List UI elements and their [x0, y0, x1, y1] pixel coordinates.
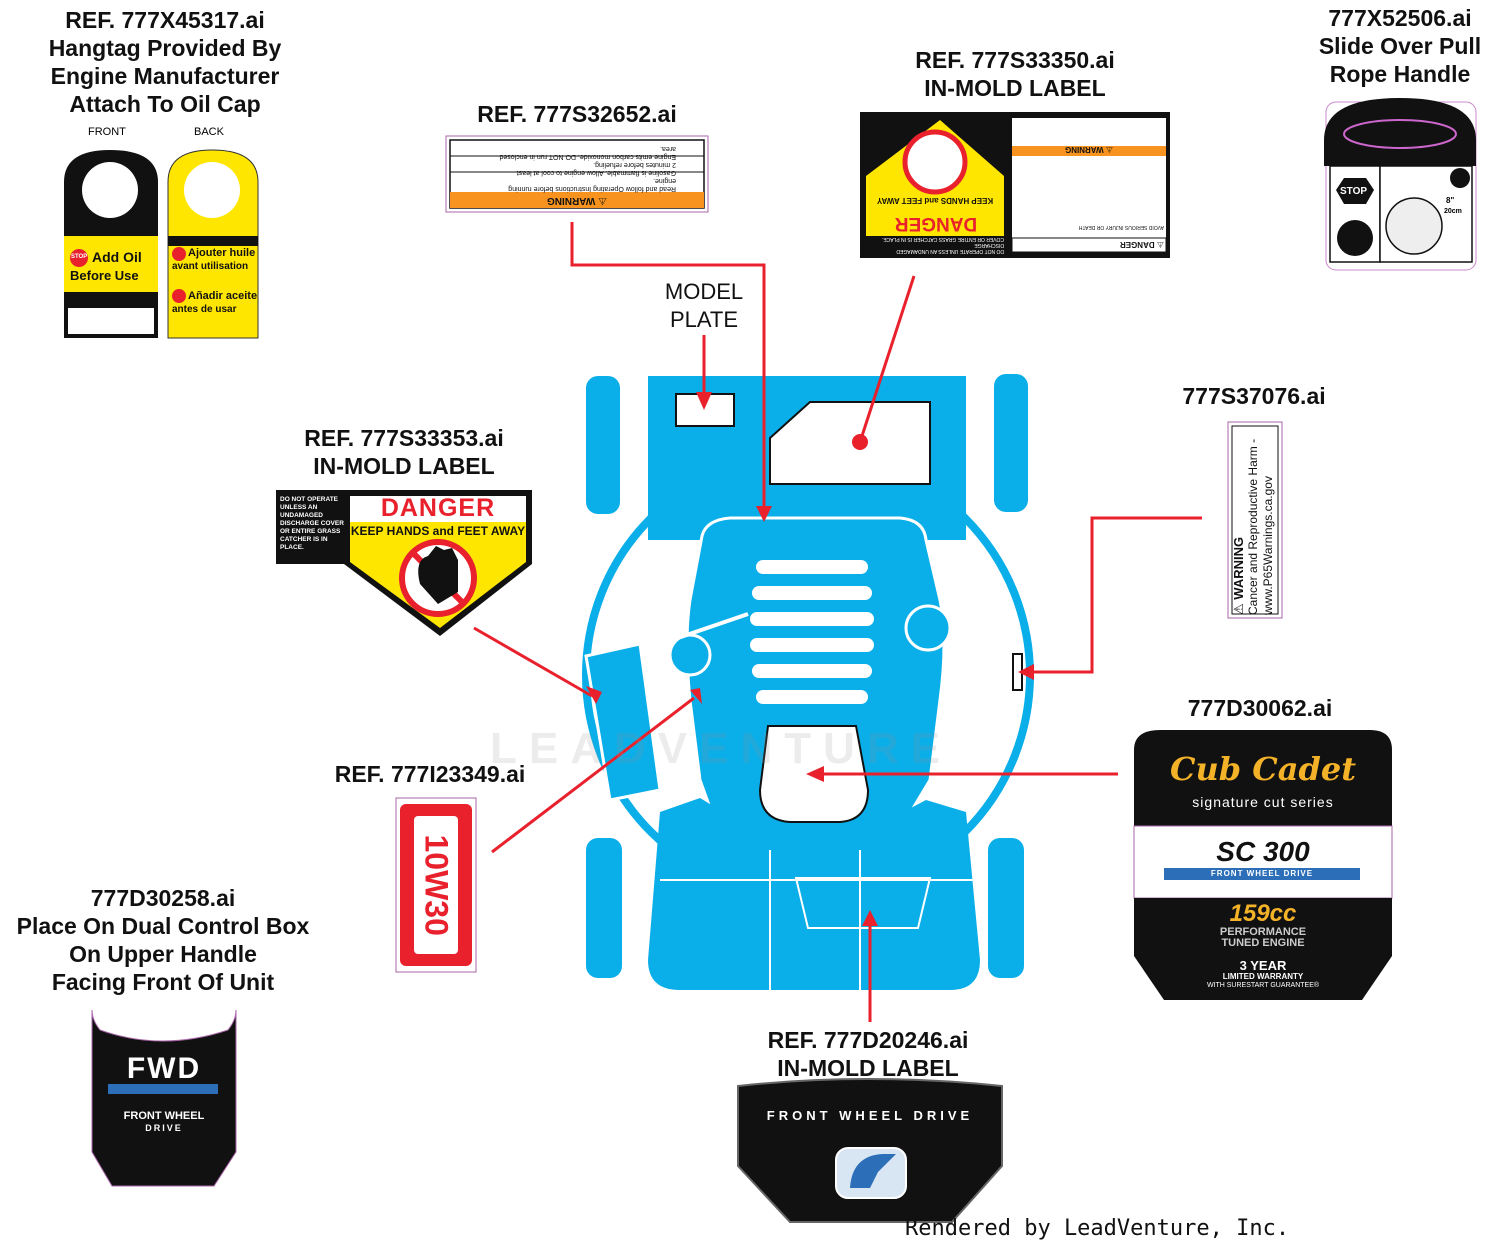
- wheel-front-left: [586, 838, 622, 978]
- fwd-inmold-text: FRONT WHEEL DRIVE: [766, 1108, 974, 1123]
- danger-left-label-graphic: [276, 490, 532, 636]
- warning-label-text: ⚠ WARNING Read and follow Operating Inst…: [450, 140, 704, 208]
- danger-left-danger: DANGER: [380, 494, 496, 522]
- engine-grille: [750, 560, 874, 704]
- oil-label-text: 10W30: [418, 834, 455, 936]
- cub-cadet-drive: FRONT WHEEL DRIVE: [1210, 869, 1314, 878]
- pull-rope-stop: STOP: [1340, 186, 1368, 197]
- hangtag-front-text1: Add Oil: [92, 249, 142, 265]
- pull-rope-size2: 20cm: [1444, 208, 1462, 215]
- credit-text: Rendered by LeadVenture, Inc.: [905, 1216, 1290, 1241]
- hangtag-back-text3: Añadir aceite: [188, 290, 258, 302]
- prop65-label-graphic: [1227, 421, 1283, 619]
- warning-line2: engine.: [653, 177, 676, 184]
- danger-left-side-text: DO NOT OPERATE UNLESS AN UNDAMAGED DISCH…: [280, 496, 344, 551]
- warning-line4: 2 minutes before refueling.: [593, 161, 676, 168]
- danger-top-text2: COVER OR ENTIRE GRASS CATCHER IS IN PLAC…: [881, 236, 1004, 242]
- danger-top-keep: KEEP HANDS and FEET AWAY: [876, 196, 994, 205]
- front-panel-outline: [794, 877, 932, 929]
- callout-warning-top: REF. 777S32652.ai: [477, 101, 677, 127]
- danger-top-danger-small: ⚠ DANGER: [1119, 240, 1164, 249]
- cub-cadet-perf1: PERFORMANCE: [1219, 926, 1307, 938]
- wheel-rear-left: [586, 376, 620, 514]
- hangtag-front-text2: Before Use: [70, 268, 139, 283]
- callout-model-plate: MODEL PLATE: [664, 279, 744, 332]
- mower-wheels: [586, 374, 1028, 978]
- callout-arrows: [473, 222, 1202, 1022]
- prop65-url: www.P65Warnings.ca.gov: [1261, 476, 1275, 615]
- warning-line6: area.: [660, 145, 676, 152]
- oil-label-graphic: [395, 797, 477, 973]
- danger-top-label-graphic: [860, 112, 1170, 258]
- fwd-inmold-label-graphic: [737, 1078, 1003, 1223]
- oil-cap: [668, 633, 712, 677]
- arrow-heads: [586, 392, 1034, 926]
- pull-rope-label-graphic: [1324, 98, 1477, 271]
- wheel-front-right: [988, 838, 1024, 978]
- watermark: LEADVENTURE: [490, 724, 953, 773]
- cub-cadet-warranty1: 3 YEAR: [1239, 958, 1287, 973]
- prop65-text: Cancer and Reproductive Harm -: [1246, 438, 1260, 615]
- danger-label-location: [769, 401, 931, 485]
- cub-cadet-series: signature cut series: [1192, 794, 1334, 810]
- hangtag-back-text1: Ajouter huile: [188, 247, 256, 259]
- warning-header: ⚠ WARNING: [450, 192, 704, 208]
- cub-cadet-warranty3: WITH SURESTART GUARANTEE®: [1206, 982, 1320, 989]
- hangtag-back-label: BACK: [194, 126, 224, 138]
- callout-fwd-box: 777D30258.ai Place On Dual Control Box O…: [16, 885, 310, 995]
- fwd-box-big: FWD: [126, 1052, 202, 1085]
- cub-cadet-label-graphic: [1133, 730, 1393, 1000]
- hangtag-stop-icon: STOP: [71, 254, 88, 260]
- callout-cub-cadet: 777D30062.ai: [1187, 695, 1333, 721]
- callout-danger-top: REF. 777S33350.ai IN-MOLD LABEL: [915, 47, 1115, 101]
- cub-cadet-warranty2: LIMITED WARRANTY: [1222, 972, 1304, 981]
- danger-top-warning-small: ⚠ WARNING: [1064, 145, 1114, 154]
- cub-cadet-brand: Cub Cadet: [1170, 750, 1356, 788]
- hangtag-graphic: [64, 149, 259, 339]
- hangtag-back-text2: avant utilisation: [172, 261, 249, 272]
- callout-prop65: 777S37076.ai: [1182, 383, 1326, 409]
- danger-top-text1: DO NOT OPERATE UNLESS AN UNDAMAGED DISCH…: [896, 242, 1004, 254]
- cub-cadet-model: SC 300: [1216, 836, 1310, 867]
- cub-cadet-cc: 159cc: [1229, 900, 1297, 927]
- pull-rope-size1: 8": [1446, 196, 1455, 205]
- warning-line3: Gasoline is flammable. Allow engine to c…: [516, 169, 676, 176]
- danger-left-keep: KEEP HANDS and FEET AWAY: [350, 524, 526, 538]
- side-discharge-chute: [584, 642, 662, 802]
- danger-top-danger: DANGER: [894, 213, 978, 234]
- callout-danger-left: REF. 777S33353.ai IN-MOLD LABEL: [304, 425, 504, 479]
- fwd-box-label-graphic: [91, 1009, 237, 1187]
- prop65-warning: ⚠ WARNING: [1231, 536, 1246, 615]
- wheel-rear-right: [994, 374, 1028, 512]
- fuel-cap: [904, 604, 952, 652]
- fwd-box-line1: FRONT WHEEL: [123, 1110, 205, 1122]
- hangtag-back-text4: antes de usar: [172, 304, 237, 315]
- fwd-box-line2: DRIVE: [145, 1123, 183, 1133]
- mower-front-chassis: [648, 798, 980, 990]
- cub-cadet-perf2: TUNED ENGINE: [1221, 937, 1305, 949]
- danger-top-text3: AVOID SERIOUS INJURY OR DEATH: [1078, 224, 1164, 230]
- callout-fwd-inmold: REF. 777D20246.ai IN-MOLD LABEL: [767, 1027, 969, 1081]
- warning-line5: Engine emits carbon monoxide. DO NOT run…: [499, 153, 676, 160]
- warning-line1: Read and follow Operating Instructions b…: [508, 185, 676, 192]
- callout-hangtag: REF. 777X45317.ai Hangtag Provided By En…: [48, 7, 282, 117]
- callout-oil: REF. 777I23349.ai: [334, 761, 526, 787]
- hangtag-front-label: FRONT: [88, 126, 126, 138]
- prop65-text-block: ⚠ WARNING Cancer and Reproductive Harm -…: [1231, 425, 1279, 615]
- callout-pull-rope: 777X52506.ai Slide Over Pull Rope Handle: [1318, 5, 1482, 87]
